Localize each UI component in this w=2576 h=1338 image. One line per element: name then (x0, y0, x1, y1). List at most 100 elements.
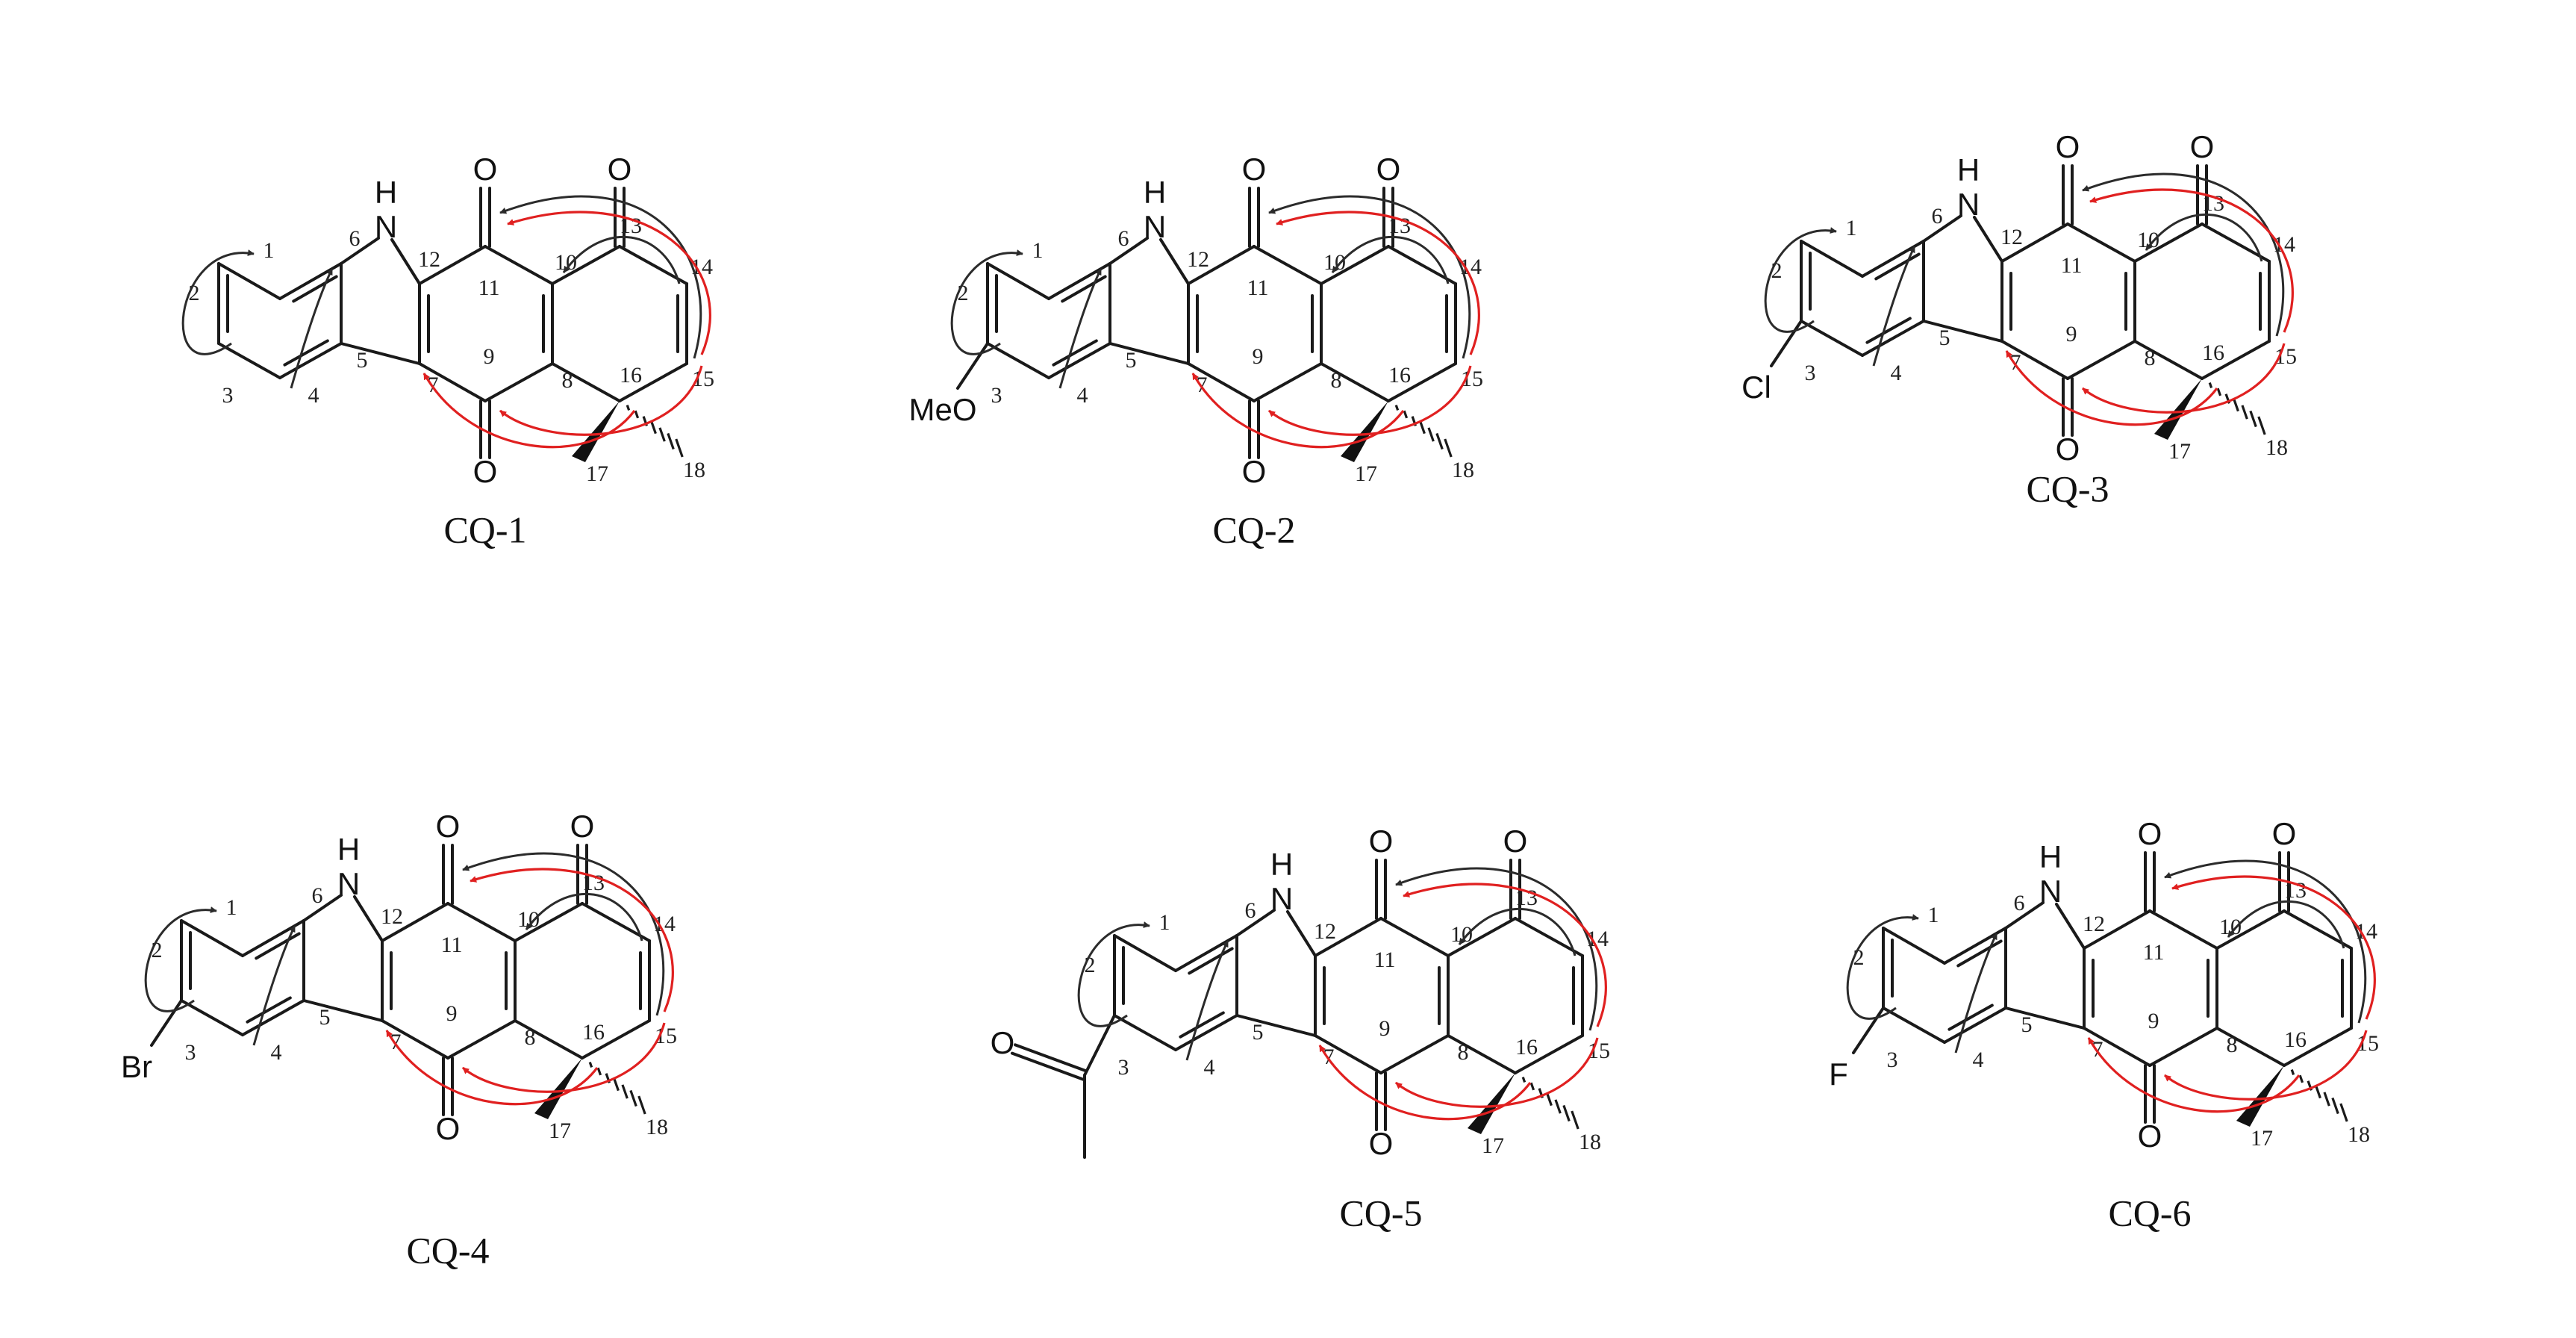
hash-bond-18 (2315, 1086, 2321, 1099)
atom-number-6: 6 (2014, 891, 2025, 915)
hmbc-arrow (1268, 195, 1471, 359)
benzene-bond (1800, 320, 1864, 357)
quinone-bond (1379, 917, 1450, 957)
atom-number-17: 17 (1355, 461, 1377, 486)
structure-label: CQ-6 (2108, 1192, 2191, 1233)
ring-bond (551, 362, 621, 402)
hash-bond-18 (2216, 388, 2222, 396)
atom-number-1: 1 (263, 238, 275, 263)
ring-bond (514, 1019, 584, 1059)
ring-bond (2215, 909, 2286, 950)
hash-bond-18 (2208, 382, 2213, 388)
atom-number-1: 1 (1928, 903, 1939, 927)
hmbc-arrow-red (470, 868, 674, 1012)
quinone-bond (446, 902, 517, 942)
ring-bond (1514, 1034, 1584, 1074)
atom-number-4: 4 (308, 383, 319, 408)
hash-bond-18 (1529, 1082, 1535, 1091)
structure-label: CQ-1 (443, 508, 526, 550)
hmbc-arrow-red (422, 373, 636, 449)
hydrogen-label: H (1270, 847, 1293, 882)
oxygen-label: O (1503, 824, 1528, 859)
hmbc-arrow (1954, 933, 1998, 1054)
benzene-bond (1174, 1014, 1238, 1051)
atom-number-4: 4 (1973, 1048, 1984, 1072)
hmbc-arrow (1846, 914, 1919, 1020)
atom-number-9: 9 (2148, 1009, 2159, 1033)
atom-number-1: 1 (1032, 238, 1044, 263)
atom-number-12: 12 (418, 247, 440, 272)
hmbc-arrow (1764, 227, 1837, 333)
ring-bond (1387, 362, 1457, 402)
hmbc-arrow-red (385, 1030, 599, 1106)
atom-number-18: 18 (1452, 458, 1474, 482)
atom-number-15: 15 (2357, 1031, 2379, 1056)
atom-number-15: 15 (1588, 1039, 1610, 1063)
hash-bond-18 (613, 1078, 620, 1092)
atom-number-6: 6 (349, 226, 361, 251)
substituent-bond (1852, 1006, 1885, 1054)
quinone-bond (1253, 362, 1323, 402)
pyrrole-bond (1108, 342, 1190, 365)
benzene-bond (217, 342, 281, 379)
ring-bond (618, 362, 688, 402)
atom-number-8: 8 (2227, 1033, 2238, 1057)
oxygen-label: O (2272, 816, 2297, 851)
hash-bond-18 (588, 1062, 593, 1068)
hmbc-arrow (1058, 268, 1103, 389)
pyrrole-bond (1159, 238, 1190, 285)
benzene-bond-inner (283, 339, 329, 367)
hydrogen-label: H (337, 832, 360, 867)
hmbc-arrow-red (2081, 343, 2286, 414)
structure-label: CQ-3 (2026, 467, 2109, 509)
hmbc-arrow (1077, 921, 1150, 1027)
atom-number-8: 8 (562, 368, 573, 393)
hash-bond-18 (2233, 399, 2239, 412)
quinone-bond (1314, 1034, 1382, 1074)
hmbc-arrow (1458, 907, 1577, 956)
benzene-bond-inner (255, 932, 301, 960)
pyrrole-bond (1235, 1014, 1317, 1037)
atom-number-6: 6 (1245, 898, 1256, 923)
oxygen-label: O (436, 1111, 461, 1146)
atom-number-5: 5 (2021, 1012, 2033, 1037)
ring-bond (1320, 362, 1390, 402)
hash-bond-18 (2290, 1069, 2295, 1075)
hmbc-arrow (2145, 213, 2263, 262)
hmbc-arrow (2227, 900, 2345, 949)
atom-number-17: 17 (2168, 439, 2191, 464)
atom-number-3: 3 (991, 383, 1002, 408)
ring-bond (581, 902, 651, 942)
quinone-bond (484, 362, 554, 402)
wedge-bond-17 (534, 1058, 582, 1119)
atom-number-6: 6 (1932, 204, 1943, 228)
pyrrole-bond (1922, 320, 2003, 343)
quinone-bond (418, 245, 487, 285)
atom-number-11: 11 (2143, 940, 2165, 965)
ring-bond (618, 245, 688, 285)
benzene-bond (986, 342, 1050, 379)
atom-number-11: 11 (1247, 276, 1269, 300)
wedge-bond-17 (1468, 1073, 1515, 1134)
atom-number-16: 16 (1515, 1035, 1538, 1059)
atom-number-9: 9 (1379, 1016, 1391, 1041)
hydrogen-label: H (1144, 175, 1166, 210)
hash-bond-18 (2257, 416, 2266, 435)
hash-bond-18 (1419, 421, 1426, 435)
atom-number-4: 4 (1204, 1055, 1215, 1080)
hash-bond-18 (667, 432, 675, 450)
hmbc-arrow (525, 892, 643, 942)
ring-bond (2201, 223, 2271, 263)
atom-number-5: 5 (1939, 326, 1950, 350)
ring-bond (1387, 245, 1457, 285)
atom-number-5: 5 (357, 348, 368, 373)
quinone-bond (418, 362, 487, 402)
benzene-bond (1047, 342, 1111, 379)
oxygen-label: O (473, 454, 498, 489)
hmbc-arrow (2164, 859, 2367, 1024)
atom-number-12: 12 (1187, 247, 1209, 272)
wedge-bond-17 (572, 401, 620, 462)
